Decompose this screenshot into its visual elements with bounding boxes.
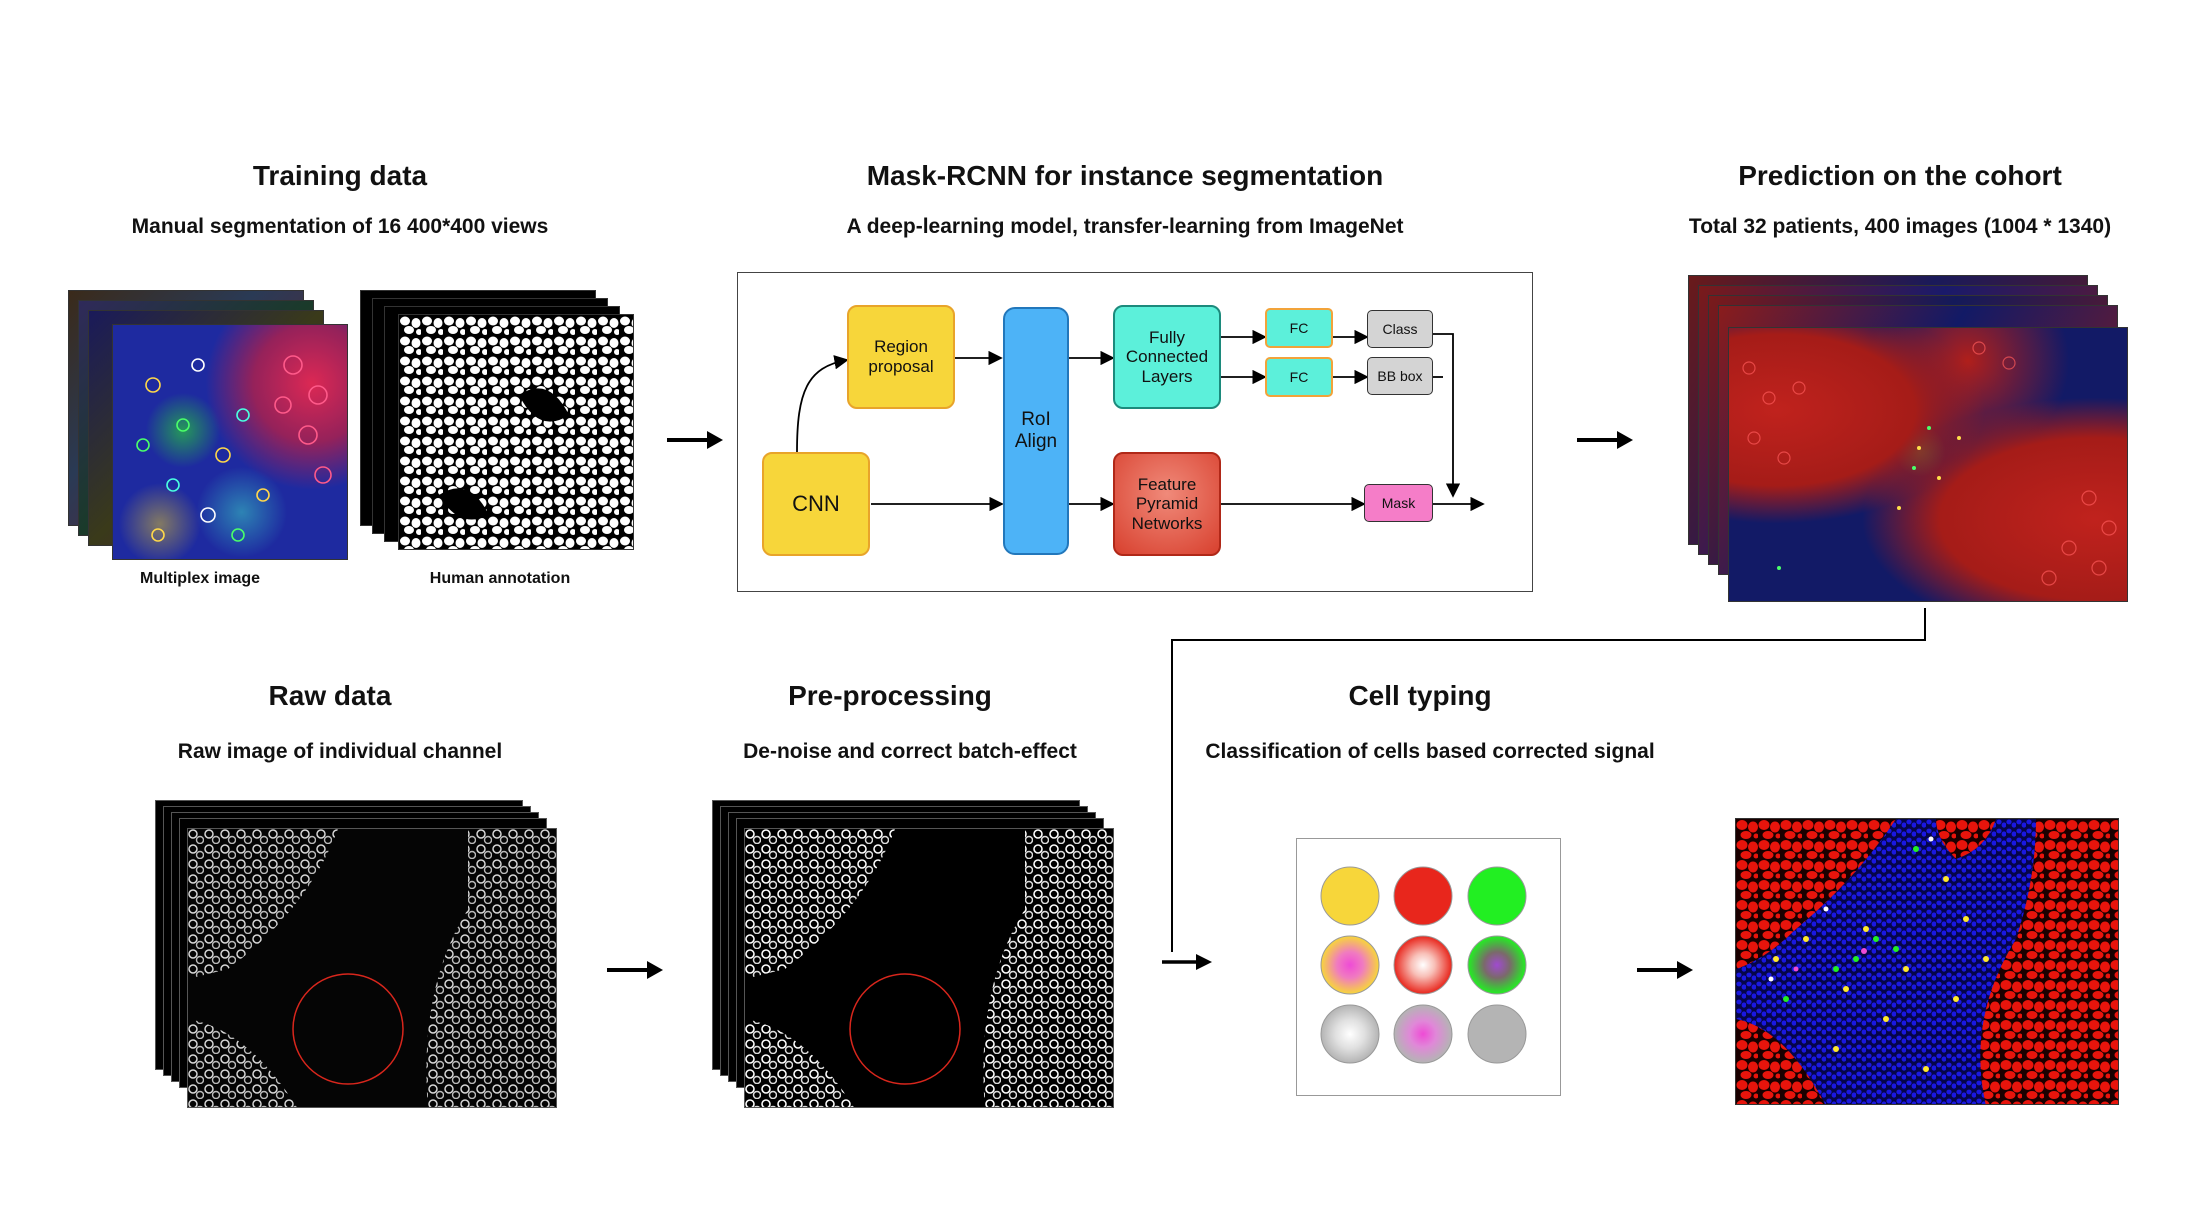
roi-align-label-line2: Align <box>1014 431 1058 452</box>
preprocessed-image-stack <box>712 800 1122 1110</box>
region-proposal-node: Region proposal <box>847 305 955 409</box>
legend-yellow-magenta <box>1320 935 1380 995</box>
multiplex-image-stack <box>68 290 348 560</box>
prediction-title: Prediction on the cohort <box>1738 160 2062 191</box>
celltyping-title: Cell typing <box>1348 680 1492 711</box>
training-subtitle: Manual segmentation of 16 400*400 views <box>131 215 549 238</box>
maskrcnn-connectors <box>796 329 1485 512</box>
pre-roi-circle <box>849 973 961 1085</box>
raw-image-stack <box>155 800 565 1110</box>
raw-data-title: Raw data <box>268 680 392 711</box>
region-proposal-label: Region proposal <box>868 337 934 376</box>
training-title: Training data <box>252 160 428 191</box>
mask-node: Mask <box>1364 484 1433 522</box>
fully-connected-label: Fully Connected Layers <box>1125 327 1209 386</box>
arrow-legend-to-map <box>1637 961 1693 979</box>
cell-type-legend <box>1296 838 1561 1096</box>
class-node: Class <box>1367 310 1433 348</box>
arrow-training-to-maskrcnn <box>667 431 723 449</box>
cnn-node: CNN <box>762 452 870 556</box>
class-label: Class <box>1382 320 1418 337</box>
mask-label: Mask <box>1381 494 1416 511</box>
cnn-label: CNN <box>792 491 840 517</box>
human-annotation-stack <box>360 290 640 560</box>
fc-node-1: FC <box>1265 308 1333 348</box>
legend-red-white <box>1393 935 1453 995</box>
bbox-label: BB box <box>1377 367 1423 384</box>
prediction-image-stack <box>1688 275 2128 610</box>
bbox-node: BB box <box>1367 357 1433 395</box>
legend-yellow <box>1320 866 1380 926</box>
preprocessing-title: Pre-processing <box>788 680 992 711</box>
arrow-raw-to-preprocessing <box>607 961 663 979</box>
fc-label-1: FC <box>1289 319 1309 336</box>
maskrcnn-title: Mask-RCNN for instance segmentation <box>866 160 1384 191</box>
multiplex-image-caption: Multiplex image <box>139 570 261 587</box>
roi-align-label-line1: RoI <box>1021 409 1051 431</box>
fc-node-2: FC <box>1265 357 1333 397</box>
raw-roi-circle <box>292 973 404 1085</box>
feature-pyramid-node: Feature Pyramid Networks <box>1113 452 1221 556</box>
legend-grey-white <box>1320 1004 1380 1064</box>
human-annotation-caption: Human annotation <box>429 570 571 587</box>
celltyping-subtitle: Classification of cells based corrected … <box>1205 740 1655 763</box>
feature-pyramid-label: Feature Pyramid Networks <box>1131 474 1203 533</box>
legend-grey-magenta <box>1393 1004 1453 1064</box>
arrow-prediction-to-celltyping <box>1162 608 1926 970</box>
legend-red <box>1393 866 1453 926</box>
preprocessing-subtitle: De-noise and correct batch-effect <box>743 740 1077 763</box>
roi-align-node: RoI Align <box>1003 307 1069 555</box>
arrow-maskrcnn-to-prediction <box>1577 431 1633 449</box>
cell-type-map <box>1735 818 2119 1105</box>
prediction-subtitle: Total 32 patients, 400 images (1004 * 13… <box>1688 215 2112 238</box>
fc-label-2: FC <box>1289 368 1309 385</box>
legend-grey <box>1467 1004 1527 1064</box>
fully-connected-node: Fully Connected Layers <box>1113 305 1221 409</box>
legend-green <box>1467 866 1527 926</box>
raw-data-subtitle: Raw image of individual channel <box>177 740 503 763</box>
maskrcnn-subtitle: A deep-learning model, transfer-learning… <box>846 215 1404 238</box>
legend-green-magenta <box>1467 935 1527 995</box>
